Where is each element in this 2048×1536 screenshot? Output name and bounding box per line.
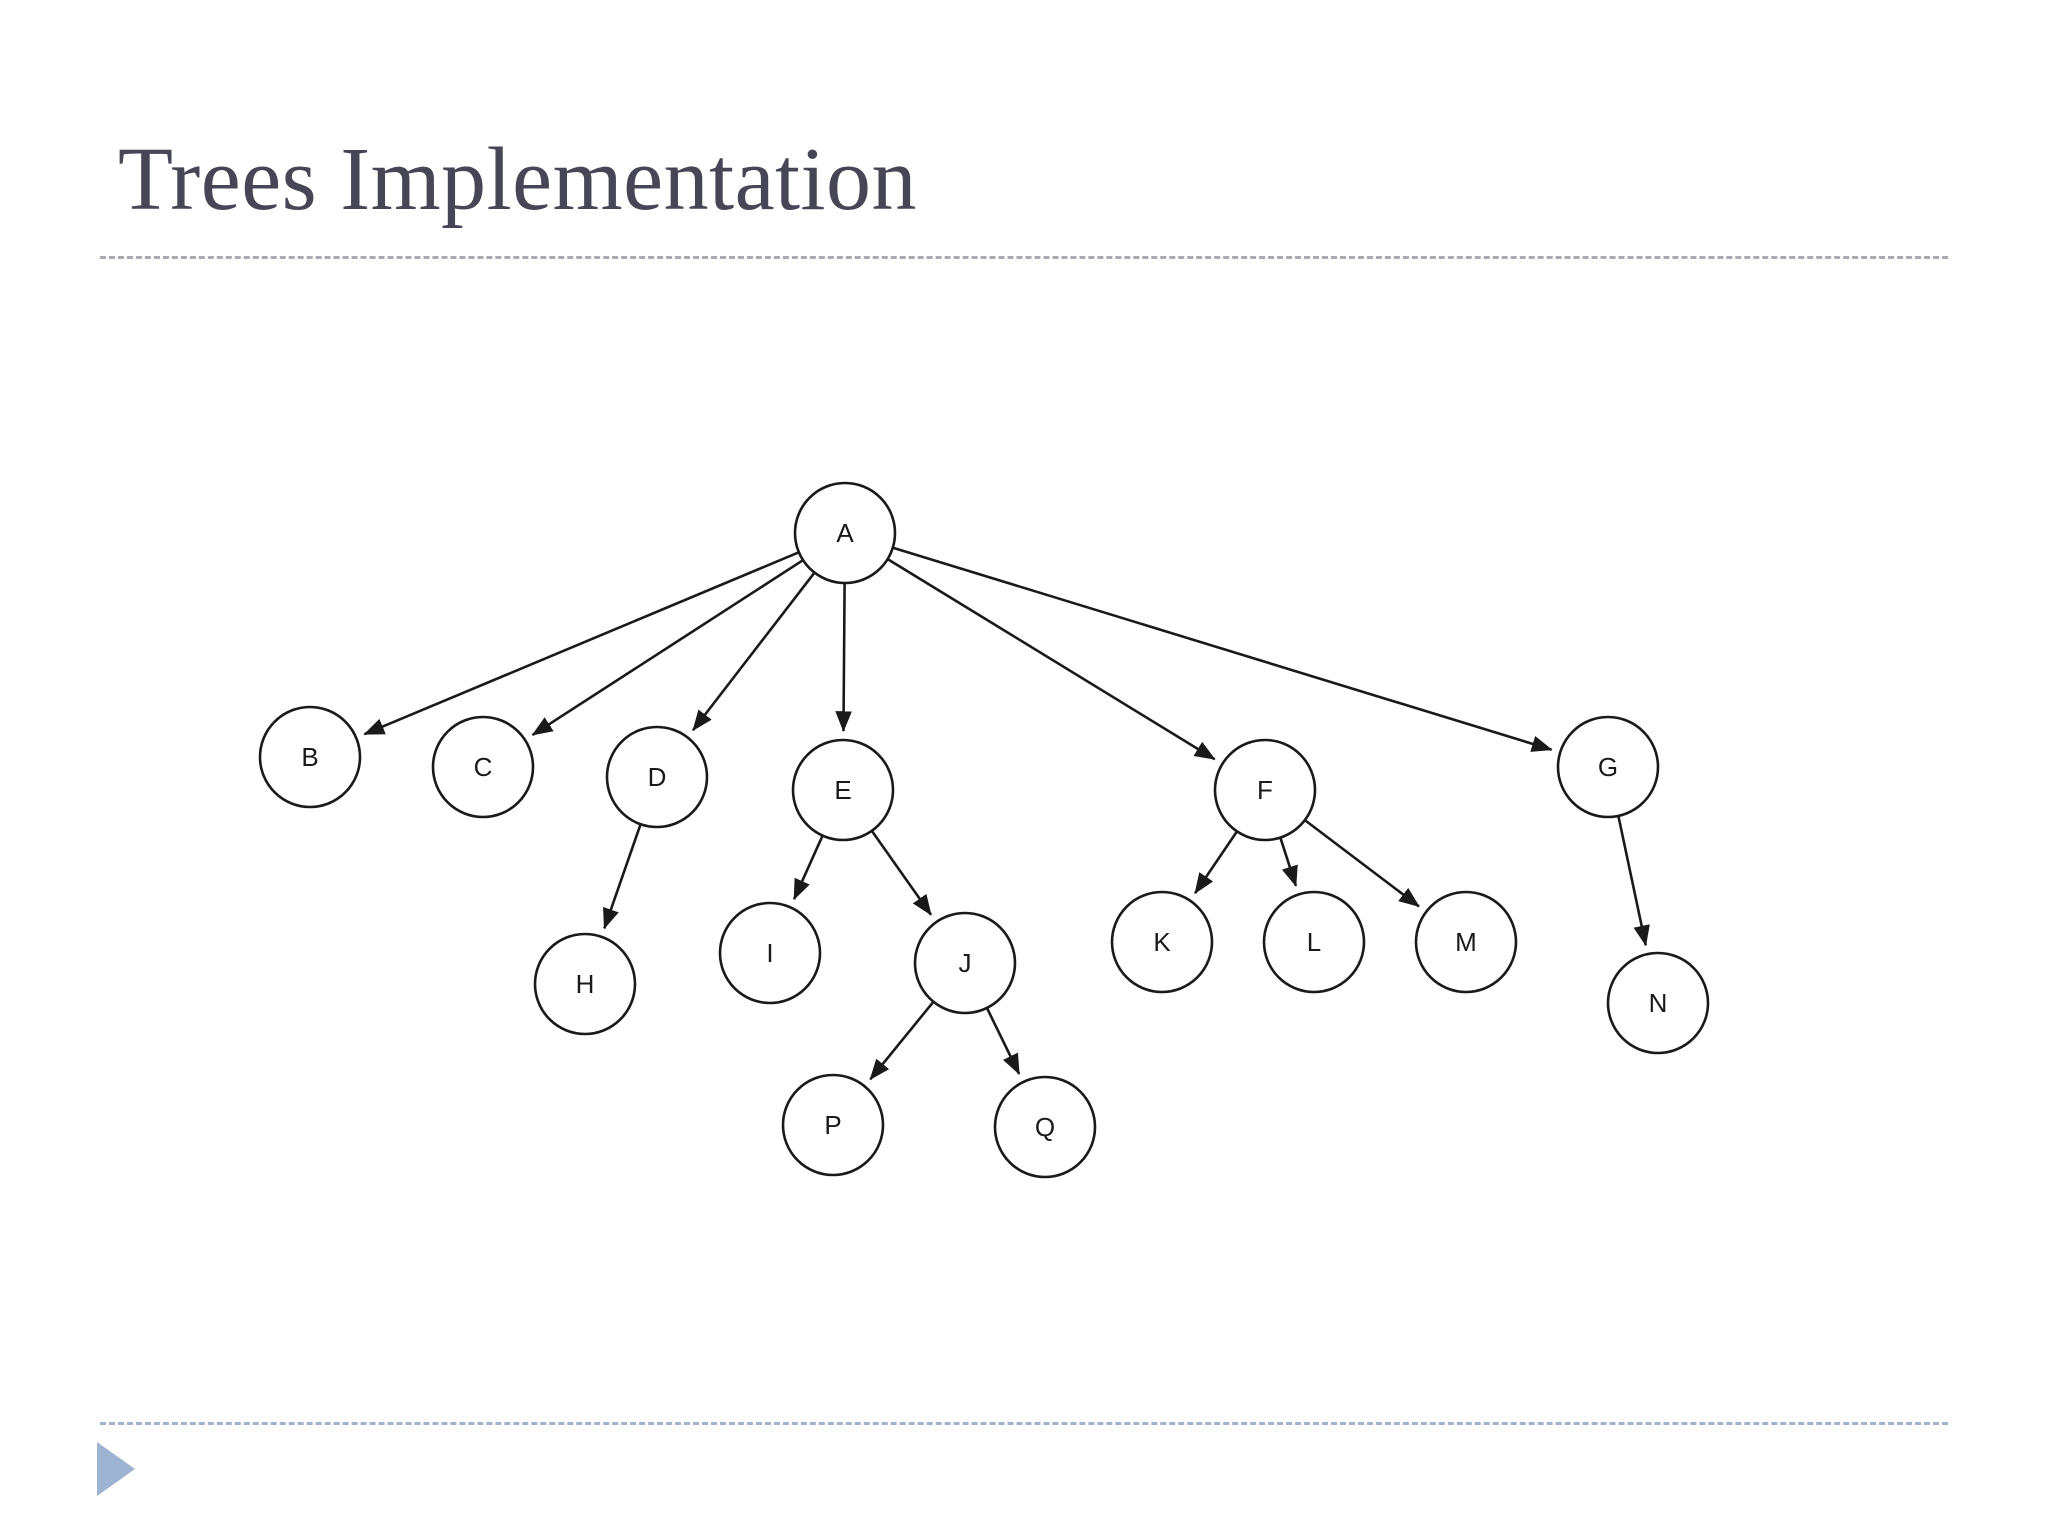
tree-edge-E-I bbox=[792, 836, 824, 901]
title-block: Trees Implementation bbox=[118, 128, 1818, 238]
tree-node-label-L: L bbox=[1307, 927, 1321, 957]
tree-node-J[interactable]: J bbox=[913, 911, 1017, 1015]
dashed-divider-top bbox=[100, 256, 1948, 259]
tree-node-K[interactable]: K bbox=[1110, 890, 1214, 994]
tree-node-circle-G[interactable] bbox=[1556, 715, 1660, 819]
tree-node-circle-A[interactable] bbox=[793, 481, 897, 585]
tree-node-circle-J[interactable] bbox=[913, 911, 1017, 1015]
tree-node-label-I: I bbox=[766, 938, 773, 968]
tree-edge-A-G bbox=[893, 546, 1553, 752]
tree-node-label-C: C bbox=[474, 752, 493, 782]
tree-node-H[interactable]: H bbox=[533, 932, 637, 1036]
tree-node-I[interactable]: I bbox=[718, 901, 822, 1005]
tree-node-G[interactable]: G bbox=[1556, 715, 1660, 819]
triangle-bullet-icon bbox=[97, 1442, 135, 1496]
tree-node-circle-M[interactable] bbox=[1414, 890, 1518, 994]
tree-node-E[interactable]: E bbox=[791, 738, 895, 842]
tree-edge-J-P bbox=[869, 1001, 934, 1081]
tree-node-label-K: K bbox=[1153, 927, 1171, 957]
tree-node-circle-H[interactable] bbox=[533, 932, 637, 1036]
tree-node-label-J: J bbox=[959, 948, 972, 978]
tree-node-circle-F[interactable] bbox=[1213, 738, 1317, 842]
tree-node-B[interactable]: B bbox=[258, 705, 362, 809]
tree-node-circle-L[interactable] bbox=[1262, 890, 1366, 994]
tree-node-circle-Q[interactable] bbox=[993, 1075, 1097, 1179]
tree-node-P[interactable]: P bbox=[781, 1073, 885, 1177]
tree-node-circle-E[interactable] bbox=[791, 738, 895, 842]
tree-edge-D-H bbox=[603, 824, 642, 930]
tree-node-circle-N[interactable] bbox=[1606, 951, 1710, 1055]
tree-node-F[interactable]: F bbox=[1213, 738, 1317, 842]
tree-edge-G-N bbox=[1617, 816, 1650, 947]
tree-edge-E-J bbox=[871, 830, 933, 916]
tree-node-label-G: G bbox=[1598, 752, 1618, 782]
tree-node-L[interactable]: L bbox=[1262, 890, 1366, 994]
tree-node-circle-K[interactable] bbox=[1110, 890, 1214, 994]
tree-node-label-M: M bbox=[1455, 927, 1477, 957]
tree-edge-A-B bbox=[363, 551, 799, 736]
dashed-divider-bottom bbox=[100, 1422, 1948, 1425]
tree-node-label-Q: Q bbox=[1035, 1112, 1055, 1142]
tree-node-circle-I[interactable] bbox=[718, 901, 822, 1005]
tree-edge-J-Q bbox=[986, 1008, 1021, 1075]
tree-node-N[interactable]: N bbox=[1606, 951, 1710, 1055]
tree-node-C[interactable]: C bbox=[431, 715, 535, 819]
tree-node-circle-C[interactable] bbox=[431, 715, 535, 819]
tree-node-label-D: D bbox=[648, 762, 667, 792]
tree-node-A[interactable]: A bbox=[793, 481, 897, 585]
edge-layer bbox=[363, 546, 1650, 1081]
tree-edge-F-M bbox=[1304, 819, 1420, 908]
tree-node-label-A: A bbox=[836, 518, 854, 548]
tree-node-circle-D[interactable] bbox=[605, 725, 709, 829]
tree-node-label-F: F bbox=[1257, 775, 1273, 805]
tree-node-M[interactable]: M bbox=[1414, 890, 1518, 994]
tree-edge-A-F bbox=[887, 558, 1216, 761]
tree-node-D[interactable]: D bbox=[605, 725, 709, 829]
tree-node-Q[interactable]: Q bbox=[993, 1075, 1097, 1179]
tree-node-label-E: E bbox=[834, 775, 851, 805]
tree-node-circle-P[interactable] bbox=[781, 1073, 885, 1177]
tree-node-label-N: N bbox=[1649, 988, 1668, 1018]
tree-node-label-B: B bbox=[301, 742, 318, 772]
tree-edge-F-L bbox=[1279, 838, 1298, 887]
tree-edge-A-D bbox=[691, 572, 815, 732]
tree-node-circle-B[interactable] bbox=[258, 705, 362, 809]
tree-node-label-P: P bbox=[824, 1110, 841, 1140]
tree-edge-F-K bbox=[1194, 831, 1238, 895]
node-layer: A B C D E F G H I J K L M N P Q bbox=[258, 481, 1710, 1179]
tree-node-label-H: H bbox=[576, 969, 595, 999]
tree-edge-A-C bbox=[531, 559, 803, 737]
tree-edge-A-E bbox=[835, 583, 852, 733]
page-title: Trees Implementation bbox=[118, 130, 918, 229]
